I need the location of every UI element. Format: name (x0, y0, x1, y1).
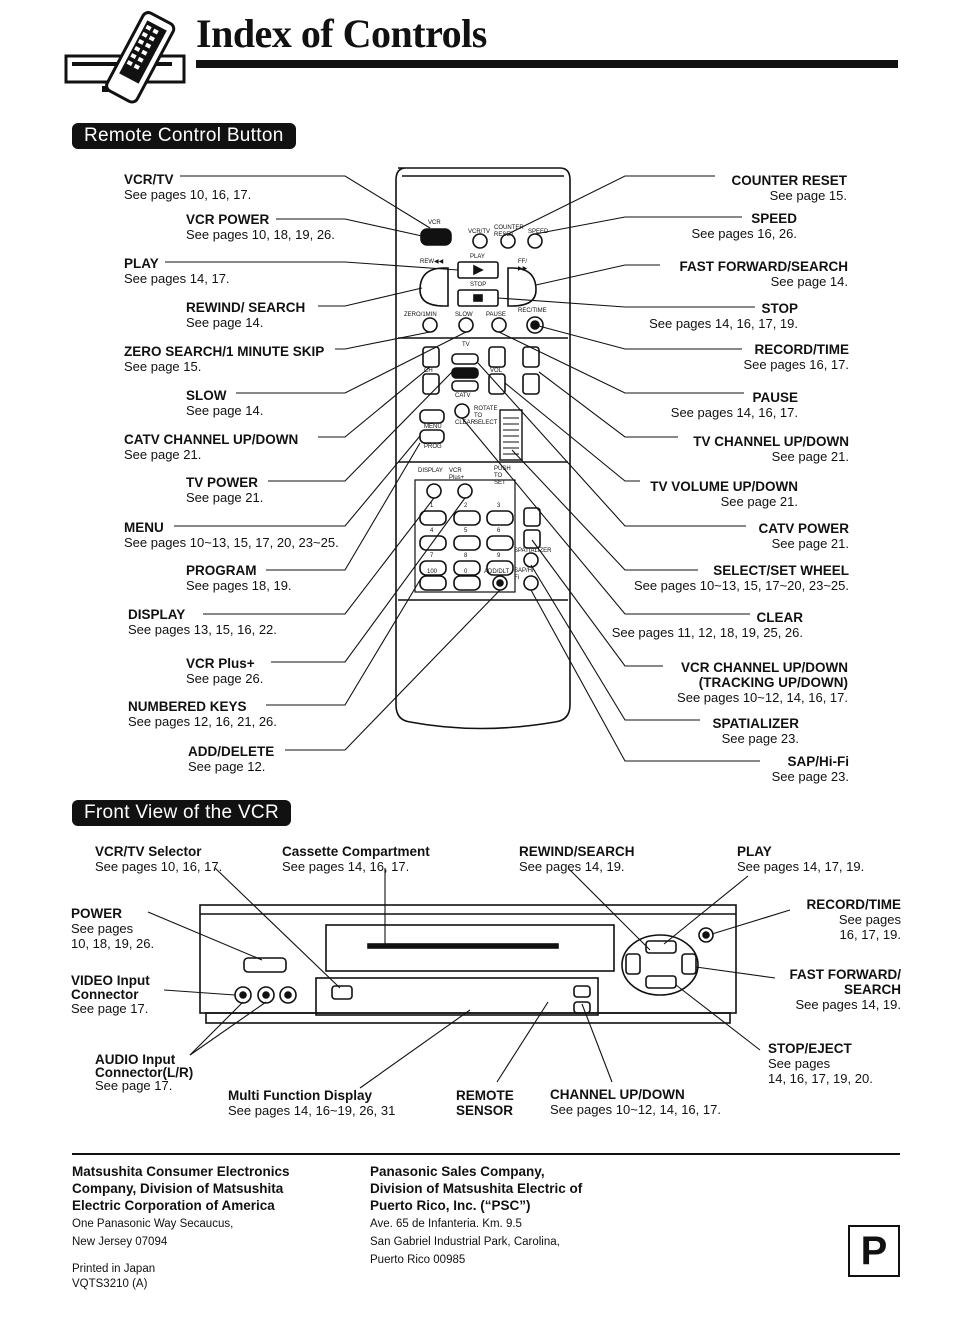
vcr-body (199, 904, 737, 1024)
vcr-remote-icon (64, 11, 186, 104)
label-rotate: ROTATE TO SELECT (474, 406, 498, 426)
label-rew: REW◀◀ (420, 259, 444, 265)
callout-vcr-plus: VCR Plus+See page 26. (186, 656, 264, 686)
key-6[interactable]: 6 (497, 528, 501, 534)
label-ch: CH (424, 368, 433, 374)
key-2[interactable]: 2 (464, 503, 468, 509)
label-clear: CLEAR (455, 420, 476, 426)
footer-rule (72, 1153, 900, 1155)
callout-vcr-channel: VCR CHANNEL UP/DOWN(TRACKING UP/DOWN)See… (677, 660, 848, 705)
remote-leader-lines (165, 175, 760, 762)
key-1[interactable]: 1 (430, 503, 434, 509)
section-front-banner: Front View of the VCR (72, 800, 291, 826)
key-100[interactable]: 100 (427, 569, 438, 575)
label-spatializer: SPATIALIZER (514, 548, 552, 554)
label-vol: VOL (490, 368, 503, 374)
label-adddlt: ADD/DLT (484, 569, 510, 575)
key-3[interactable]: 3 (497, 503, 501, 509)
header-icon (62, 6, 192, 106)
label-catv: CATV (455, 393, 471, 399)
title-rule (196, 60, 898, 68)
label-saphifi: SAP/Hi-Fi (514, 568, 536, 581)
page-title: Index of Controls (196, 11, 487, 56)
label-prog: PROG (424, 444, 442, 450)
label-menu: MENU (424, 424, 442, 430)
label-zero: ZERO/1MIN (404, 312, 437, 318)
section-remote-banner: Remote Control Button (72, 123, 296, 149)
label-vcrtv: VCR/TV (468, 229, 491, 235)
label-ff: FF/▶▶ (518, 259, 528, 272)
label-vcrplus: VCR Plus+ (449, 468, 465, 481)
label-pause: PAUSE (486, 312, 506, 318)
label-vcr: VCR (428, 220, 441, 226)
label-push: PUSH TO SET (494, 466, 511, 486)
key-7[interactable]: 7 (430, 553, 434, 559)
key-5[interactable]: 5 (464, 528, 468, 534)
label-speed: SPEED (528, 229, 549, 235)
label-counter-reset: COUNTER RESET (494, 225, 524, 238)
page-badge: P (848, 1225, 900, 1277)
label-display: DISPLAY (418, 468, 443, 474)
label-slow: SLOW (455, 312, 473, 318)
vcr-leader-lines (147, 867, 791, 1089)
label-stop: STOP (470, 282, 487, 288)
key-8[interactable]: 8 (464, 553, 468, 559)
key-9[interactable]: 9 (497, 553, 501, 559)
label-tv: TV (462, 342, 470, 348)
key-4[interactable]: 4 (430, 528, 434, 534)
label-play: PLAY (470, 254, 485, 260)
footer-right-address: Panasonic Sales Company,Division of Mats… (370, 1164, 583, 1266)
remote-body (395, 167, 571, 730)
key-0[interactable]: 0 (464, 569, 468, 575)
label-rec: REC/TIME (518, 308, 547, 314)
